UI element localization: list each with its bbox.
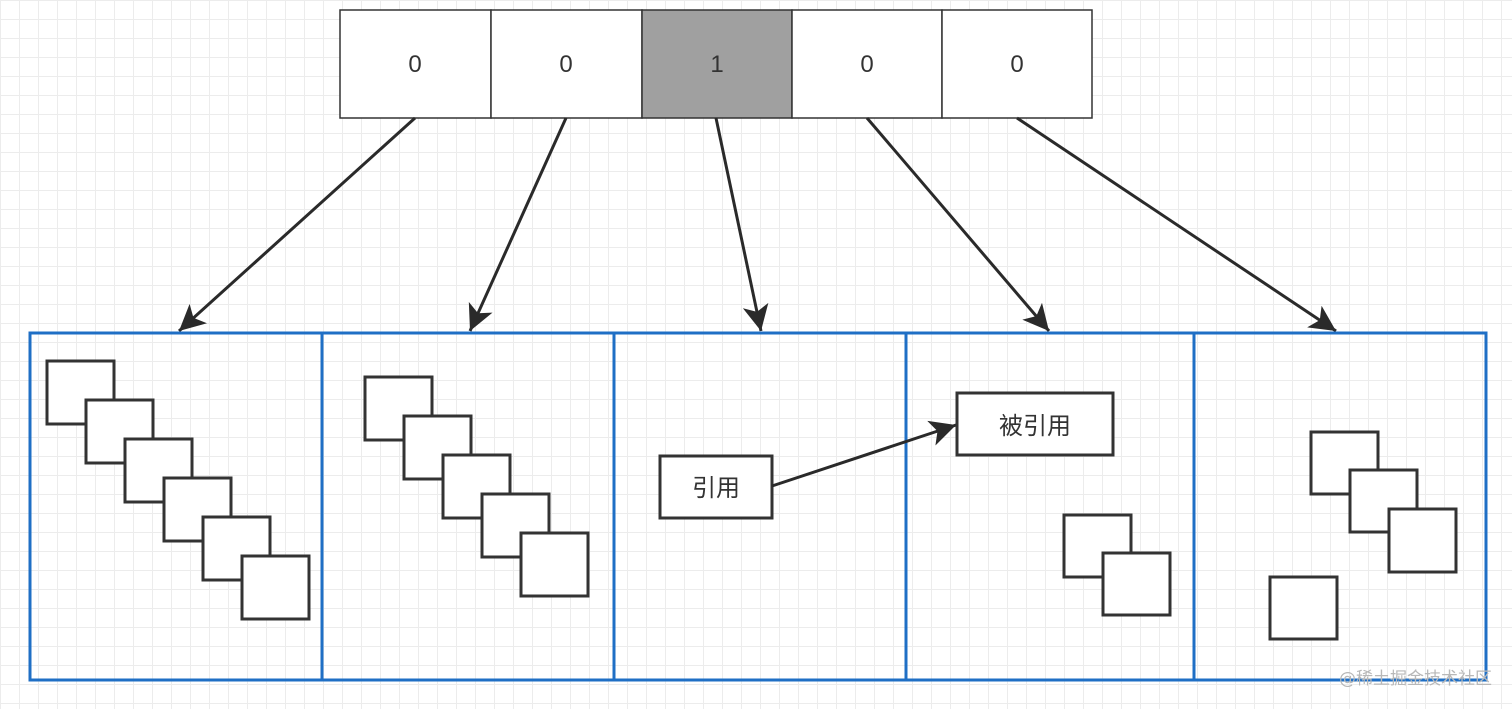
- object-box: [480, 492, 551, 559]
- object-box: [201, 515, 272, 582]
- dirty-cell-fill: [641, 9, 793, 119]
- region-2-objects: [363, 375, 590, 598]
- object-box: [441, 453, 512, 520]
- bitmap-cell-2: 0: [490, 9, 643, 119]
- region-4-objects: [1062, 513, 1172, 617]
- region-5-objects: [1268, 430, 1458, 641]
- object-box: [162, 476, 233, 543]
- bitmap-cell-4-value: 0: [860, 51, 873, 78]
- region-5: [1192, 331, 1488, 682]
- object-box: [1387, 507, 1458, 574]
- bitmap-cell-1: 0: [339, 9, 492, 119]
- referenced-object: 被引用: [955, 391, 1115, 457]
- arrow-cell-2-to-region-2: [468, 117, 568, 332]
- reference-object: 引用: [658, 454, 774, 520]
- bitmap-cell-3-value: 1: [710, 51, 723, 78]
- bitmap-cell-4: 0: [791, 9, 943, 119]
- bitmap-cell-3-dirty: 1: [641, 9, 793, 119]
- bitmap-cell-1-value: 0: [408, 51, 421, 78]
- arrow-cell-5-to-region-5: [1016, 116, 1337, 333]
- object-box: [240, 554, 311, 621]
- reference-label: 引用: [692, 474, 740, 502]
- region-4: [904, 331, 1196, 682]
- memory-regions: [28, 331, 1488, 682]
- arrow-cell-1-to-region-1: [177, 116, 417, 333]
- watermark: @稀土掘金技术社区: [1339, 669, 1492, 689]
- arrow-cell-4-to-region-4: [865, 117, 1051, 332]
- referenced-label: 被引用: [999, 412, 1071, 440]
- object-box: [519, 531, 590, 598]
- cross-region-reference-arrow: [771, 420, 957, 488]
- bitmap-cell-5-value: 0: [1010, 51, 1023, 78]
- bitmap-row: 0 0 1 0 0: [339, 9, 1093, 119]
- object-box: [1101, 551, 1172, 617]
- region-1-objects: [45, 359, 311, 621]
- mapping-arrows: [177, 116, 1337, 333]
- bitmap-cell-5: 0: [941, 9, 1093, 119]
- arrow-cell-3-to-region-3: [714, 117, 769, 332]
- object-box: [1268, 575, 1339, 641]
- bitmap-cell-2-value: 0: [559, 51, 572, 78]
